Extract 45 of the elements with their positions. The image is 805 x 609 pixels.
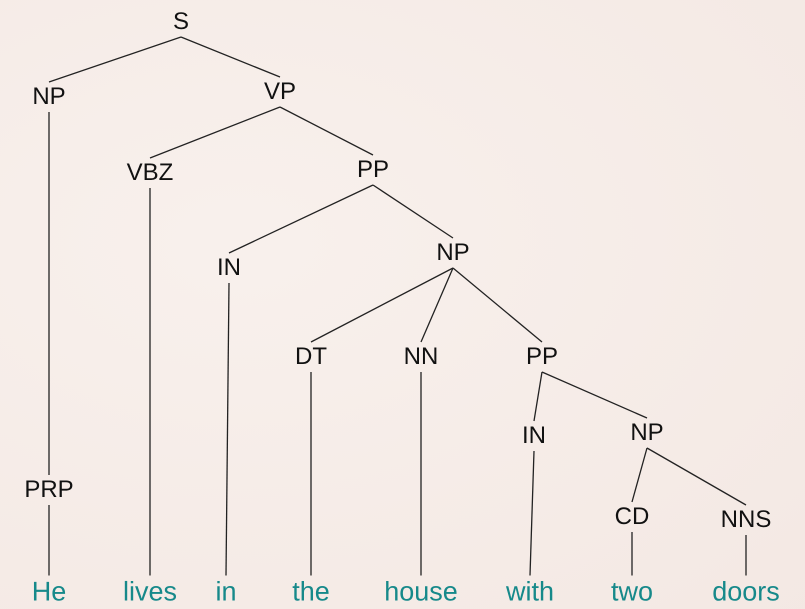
tree-node-label: VP — [264, 80, 296, 104]
tree-branch-line — [420, 372, 422, 576]
tree-node-label: PP — [526, 345, 558, 369]
tree-branch-line — [310, 267, 454, 343]
tree-node-label: CD — [614, 505, 650, 529]
tree-branch-line — [372, 184, 454, 239]
tree-branch-line — [452, 268, 542, 342]
tree-branch-line — [149, 188, 151, 576]
tree-branch-line — [150, 106, 280, 159]
sentence-word: with — [506, 578, 554, 606]
tree-branch-line — [646, 447, 746, 506]
tree-node-label: NP — [436, 241, 470, 265]
tree-node-label: IN — [217, 256, 241, 280]
tree-branch-line — [180, 36, 280, 78]
tree-node-label: NP — [630, 421, 664, 445]
tree-branch-line — [420, 268, 454, 342]
sentence-word: in — [216, 578, 236, 606]
sentence-word: He — [32, 578, 66, 606]
sentence-word: two — [610, 578, 654, 606]
tree-branch-line — [48, 36, 182, 83]
tree-node-label: NN — [404, 345, 438, 369]
tree-branch-line — [48, 112, 50, 475]
tree-branch-line — [631, 532, 633, 576]
tree-node-label: NP — [32, 85, 66, 109]
tree-node-label: DT — [295, 345, 327, 369]
sentence-word: the — [292, 578, 330, 606]
tree-node-label: NNS — [720, 508, 772, 532]
tree-node-label: IN — [522, 424, 546, 448]
tree-branch-line — [533, 372, 543, 422]
tree-branch-line — [542, 371, 648, 419]
sentence-word: doors — [712, 578, 780, 606]
tree-branch-line — [529, 450, 535, 576]
tree-node-label: S — [173, 10, 189, 34]
tree-branch-line — [228, 184, 374, 254]
tree-branch-line — [631, 448, 648, 502]
tree-branch-line — [280, 106, 374, 156]
tree-branch-line — [48, 505, 50, 576]
tree-node-label: PP — [357, 158, 389, 182]
tree-branch-line — [745, 535, 747, 576]
tree-node-label: PRP — [24, 478, 74, 502]
sentence-word: house — [384, 578, 458, 606]
sentence-word: lives — [123, 578, 177, 606]
tree-node-label: VBZ — [126, 161, 174, 185]
tree-branch-line — [310, 372, 312, 576]
tree-branch-line — [225, 283, 230, 576]
